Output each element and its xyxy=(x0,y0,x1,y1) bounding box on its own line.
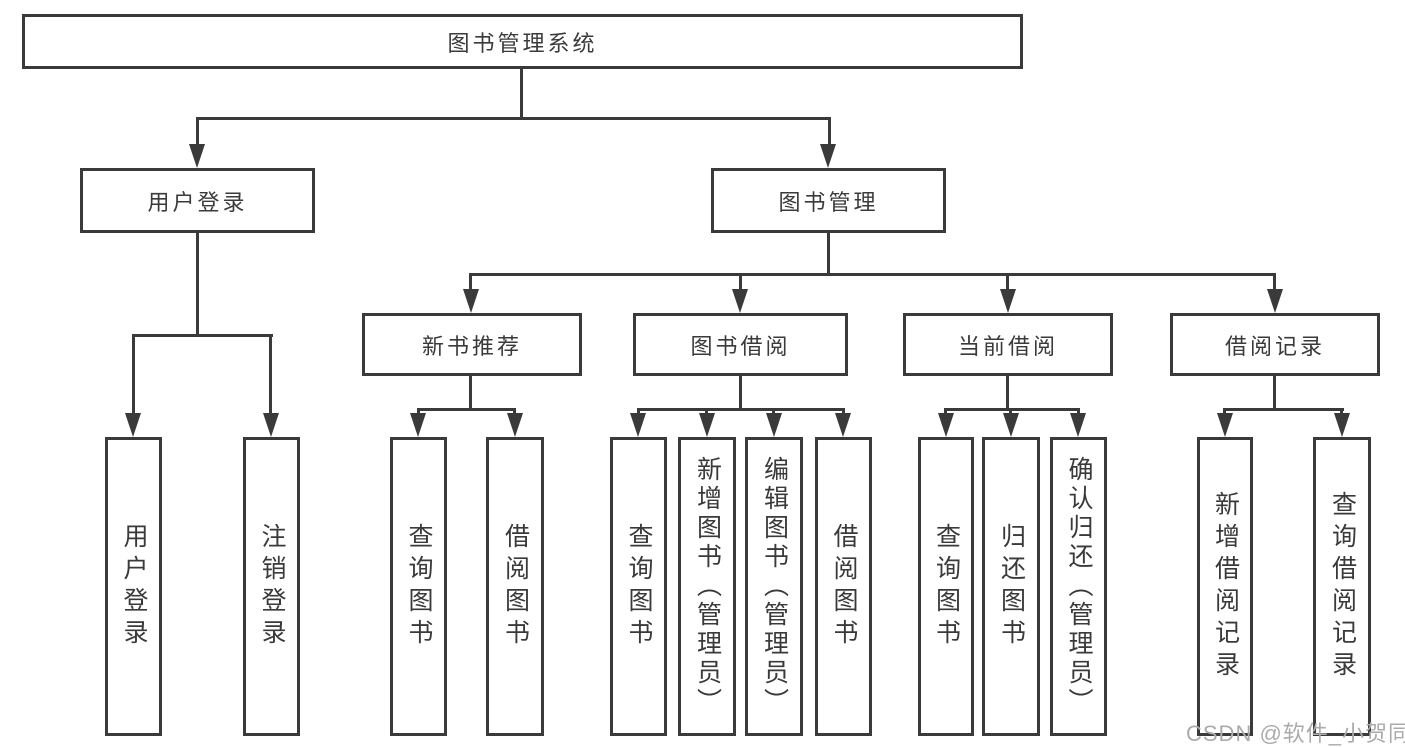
leaf-query-book-label: 查询图书 xyxy=(405,522,433,651)
connector-line xyxy=(1273,376,1276,410)
leaf-return-book-label: 归还图书 xyxy=(997,522,1026,651)
arrowhead-icon xyxy=(1334,413,1350,437)
leaf-borrow-book-label: 借阅图书 xyxy=(501,522,530,651)
node-root: 图书管理系统 xyxy=(22,14,1023,69)
connector-line xyxy=(417,408,516,411)
node-user-login-label: 用户登录 xyxy=(147,189,248,215)
leaf-confirm-return-label: 确认归还（管理员） xyxy=(1065,456,1093,717)
node-borrow-records: 借阅记录 xyxy=(1170,313,1380,376)
leaf-query-book-label: 查询图书 xyxy=(932,522,961,651)
arrowhead-icon xyxy=(410,413,426,437)
connector-line xyxy=(196,233,199,336)
leaf-query-borrow-record: 查询借阅记录 xyxy=(1313,437,1371,736)
leaf-query-record-label: 查询借阅记录 xyxy=(1328,490,1357,683)
node-new-book-rec-label: 新书推荐 xyxy=(421,333,522,359)
leaf-borrow-book-under-book-borrow: 借阅图书 xyxy=(815,437,872,736)
node-user-login: 用户登录 xyxy=(80,168,315,233)
connector-line xyxy=(469,376,472,410)
connector-line xyxy=(132,334,273,337)
arrowhead-icon xyxy=(189,144,205,168)
leaf-user-login: 用户登录 xyxy=(105,437,162,736)
connector-line xyxy=(637,408,845,411)
connector-line xyxy=(196,117,199,147)
leaf-add-book-label: 新增图书（管理员） xyxy=(693,456,722,717)
connector-line xyxy=(469,273,472,293)
leaf-query-book-label: 查询图书 xyxy=(625,522,653,651)
leaf-query-book-under-book-borrow: 查询图书 xyxy=(610,437,667,736)
node-book-borrow: 图书借阅 xyxy=(633,313,848,376)
connector-line xyxy=(132,334,135,416)
arrowhead-icon xyxy=(507,413,523,437)
connector-line xyxy=(827,233,830,275)
arrowhead-icon xyxy=(732,289,748,313)
leaf-query-book-under-new-book-rec: 查询图书 xyxy=(390,437,447,736)
leaf-query-book-under-current-borrow: 查询图书 xyxy=(918,437,974,736)
connector-line xyxy=(520,68,523,117)
arrowhead-icon xyxy=(1070,413,1086,437)
node-book-mgmt: 图书管理 xyxy=(711,168,946,233)
node-new-book-rec: 新书推荐 xyxy=(362,313,582,376)
connector-line xyxy=(1006,376,1009,410)
arrowhead-icon xyxy=(699,413,715,437)
connector-line xyxy=(269,334,272,416)
node-book-borrow-label: 图书借阅 xyxy=(690,333,791,359)
arrowhead-icon xyxy=(463,289,479,313)
leaf-borrow-book-under-new-book-rec: 借阅图书 xyxy=(486,437,544,736)
arrowhead-icon xyxy=(125,413,141,437)
arrowhead-icon xyxy=(820,144,836,168)
connector-line xyxy=(1006,273,1009,293)
leaf-user-login-label: 用户登录 xyxy=(120,522,148,651)
leaf-edit-book-label: 编辑图书（管理员） xyxy=(760,456,789,717)
connector-line xyxy=(469,273,1276,276)
arrowhead-icon xyxy=(630,413,646,437)
connector-line xyxy=(944,408,1080,411)
connector-line xyxy=(1223,408,1344,411)
connector-line xyxy=(1273,273,1276,293)
node-borrow-records-label: 借阅记录 xyxy=(1224,333,1325,359)
leaf-borrow-book-label: 借阅图书 xyxy=(830,522,858,651)
leaf-add-borrow-record: 新增借阅记录 xyxy=(1197,437,1253,736)
leaf-confirm-return-admin: 确认归还（管理员） xyxy=(1050,437,1107,736)
node-book-mgmt-label: 图书管理 xyxy=(778,189,879,215)
csdn-watermark: CSDN @软件_小贺同学 xyxy=(1186,721,1405,746)
leaf-add-book-admin: 新增图书（管理员） xyxy=(678,437,736,736)
connector-line xyxy=(196,117,831,120)
arrowhead-icon xyxy=(1217,413,1233,437)
leaf-logout: 注销登录 xyxy=(243,437,300,736)
node-current-borrow-label: 当前借阅 xyxy=(957,333,1058,359)
arrowhead-icon xyxy=(766,413,782,437)
node-root-label: 图书管理系统 xyxy=(447,30,598,56)
connector-line xyxy=(739,376,742,410)
arrowhead-icon xyxy=(1000,289,1016,313)
arrowhead-icon xyxy=(263,413,279,437)
connector-line xyxy=(828,117,831,147)
leaf-add-record-label: 新增借阅记录 xyxy=(1211,490,1240,683)
leaf-edit-book-admin: 编辑图书（管理员） xyxy=(745,437,803,736)
connector-line xyxy=(739,273,742,293)
node-current-borrow: 当前借阅 xyxy=(903,313,1113,376)
leaf-return-book: 归还图书 xyxy=(982,437,1040,736)
arrowhead-icon xyxy=(835,413,851,437)
arrowhead-icon xyxy=(1003,413,1019,437)
leaf-logout-label: 注销登录 xyxy=(258,522,286,651)
arrowhead-icon xyxy=(938,413,954,437)
arrowhead-icon xyxy=(1267,289,1283,313)
